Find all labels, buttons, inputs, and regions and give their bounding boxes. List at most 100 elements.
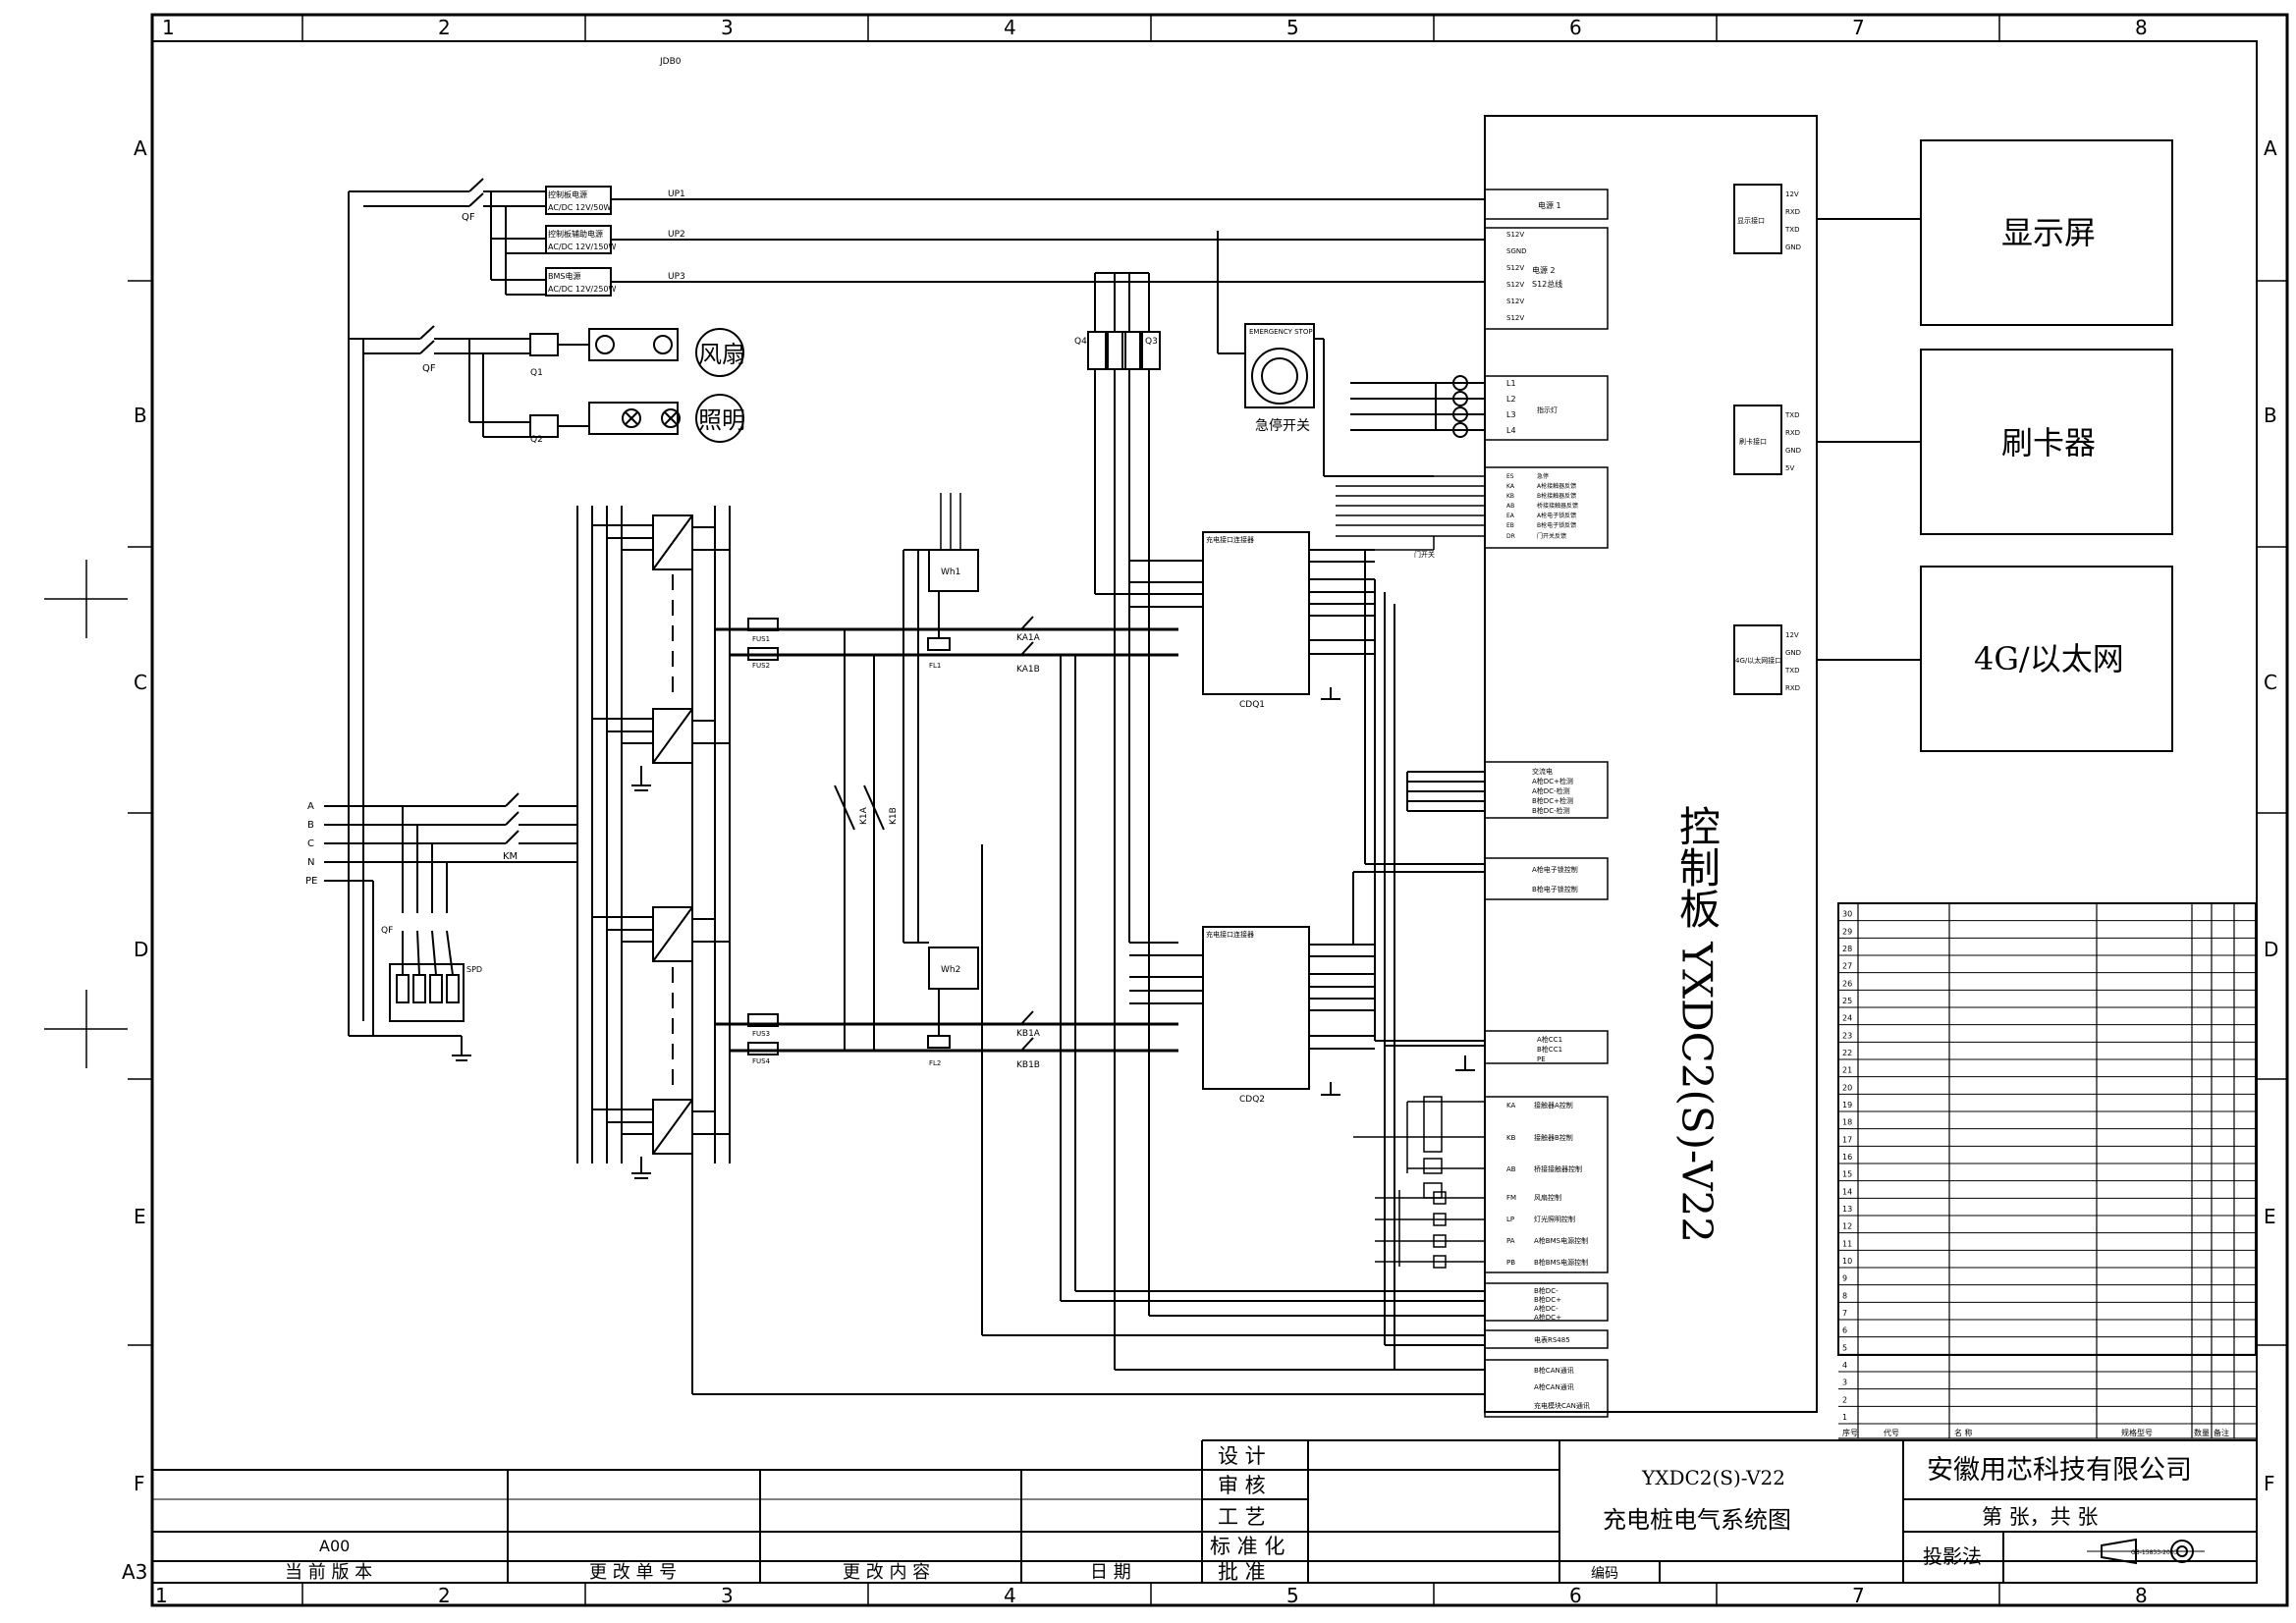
col-label: 1 xyxy=(162,16,175,39)
lock-label: A枪电子锁控制 xyxy=(1532,865,1578,874)
row-label: E xyxy=(2264,1205,2276,1228)
bom-row-number: 2 xyxy=(1842,1395,1847,1404)
can-label: 充电模块CAN通讯 xyxy=(1534,1401,1590,1410)
card-pin: 5V xyxy=(1785,464,1794,472)
relay-pin: KB xyxy=(1506,1134,1516,1142)
role-process: 工 艺 xyxy=(1218,1505,1266,1529)
power2-pin: S12V xyxy=(1506,231,1524,239)
relay-pin: LP xyxy=(1506,1216,1514,1223)
relay-pin: PB xyxy=(1506,1259,1515,1267)
bom-col-qty: 数量 xyxy=(2194,1428,2210,1437)
wire-up1: UP1 xyxy=(668,189,685,199)
acc-label: A枪CC1 xyxy=(1537,1035,1562,1044)
bom-row-number: 24 xyxy=(1842,1014,1852,1023)
col-label: 1 xyxy=(155,1584,168,1607)
light-label: 照明 xyxy=(698,406,745,434)
role-approve: 批 准 xyxy=(1218,1560,1266,1584)
card-pin: GND xyxy=(1785,447,1801,455)
change-content-label: 更 改 内 容 xyxy=(843,1562,930,1583)
ac-input-label: A枪DC-检测 xyxy=(1532,786,1570,795)
bom-row-number: 7 xyxy=(1842,1309,1847,1318)
bom-row-number: 13 xyxy=(1842,1205,1852,1214)
door-switch-label: 门开关 xyxy=(1414,550,1435,559)
wire-up2: UP2 xyxy=(668,230,685,240)
relay-output-label: 风扇控制 xyxy=(1534,1193,1561,1202)
psu-mid-line1: 控制板辅助电源 xyxy=(548,229,603,239)
bom-row-number: 30 xyxy=(1842,910,1852,919)
spd-label: SPD xyxy=(466,965,482,974)
card-reader-label: 刷卡器 xyxy=(2001,424,2096,461)
cdq1-title: 充电接口连接器 xyxy=(1206,535,1254,544)
row-label: A xyxy=(134,136,147,160)
power-section-labels: QF QF 控制板电源 AC/DC 12V/50W 控制板辅助电源 AC/DC … xyxy=(305,189,745,974)
col-label: 6 xyxy=(1569,1584,1582,1607)
top-left-note: JDB0 xyxy=(659,57,682,67)
row-label: B xyxy=(134,404,147,427)
relay-output-label: 接触器A控制 xyxy=(1534,1101,1573,1109)
power2-pin: SGND xyxy=(1506,247,1527,255)
display-pin: RXD xyxy=(1785,208,1800,216)
power2-pin: S12V xyxy=(1506,298,1524,305)
col-label: 5 xyxy=(1286,1584,1299,1607)
power1-label: 电源 1 xyxy=(1538,200,1561,210)
col-label: 4 xyxy=(1004,16,1016,39)
relay-q4-label: Q4 xyxy=(1074,337,1087,347)
bom-table-footer: 序号 代号 名 称 规格型号 数量 备注 xyxy=(1842,1428,2229,1437)
net-port-label: 4G/以太网接口 xyxy=(1735,656,1781,665)
fuse-label: FUS2 xyxy=(752,662,770,670)
fan-light-loads xyxy=(595,328,744,443)
date-label: 日 期 xyxy=(1090,1562,1131,1583)
cdq1-label: CDQ1 xyxy=(1239,700,1265,710)
input-label: A枪电子锁反馈 xyxy=(1537,512,1576,519)
power2-pin: S12V xyxy=(1506,281,1524,289)
ka1a-label: KA1A xyxy=(1016,633,1041,643)
dc-sense-label: B枪DC+ xyxy=(1534,1295,1561,1304)
bom-row-number: 6 xyxy=(1842,1326,1847,1335)
relay-pin: FM xyxy=(1506,1194,1516,1202)
bom-row-number: 9 xyxy=(1842,1274,1847,1283)
bms-relays xyxy=(1087,272,1178,1370)
phase-a: A xyxy=(307,801,314,812)
input-label: B枪电子锁反馈 xyxy=(1537,521,1576,529)
bom-row-number: 12 xyxy=(1842,1222,1852,1231)
drawing-name-title: 充电桩电气系统图 xyxy=(1603,1506,1791,1534)
fuse-label: FUS4 xyxy=(752,1057,771,1065)
sheet-size-label: A3 xyxy=(122,1560,147,1584)
row-label: E xyxy=(134,1205,146,1228)
col-label: 8 xyxy=(2135,16,2148,39)
meter1-label: Wh1 xyxy=(941,568,960,577)
breaker-label: QF xyxy=(422,363,436,374)
dc-section-labels: FUS1 FUS2 FUS3 FUS4 Wh1 Wh2 FL1 FL2 KA1A… xyxy=(752,328,1435,1105)
row-label: C xyxy=(2264,671,2277,694)
fuse-label: FUS3 xyxy=(752,1030,770,1038)
col-label: 8 xyxy=(2135,1584,2148,1607)
card-port-label: 刷卡接口 xyxy=(1739,437,1767,446)
relay-output-label: B枪BMS电源控制 xyxy=(1534,1258,1588,1267)
fan-contact-label: Q1 xyxy=(530,368,543,378)
bom-col-remark: 备注 xyxy=(2214,1428,2229,1437)
col-label: 2 xyxy=(438,16,451,39)
relay-pin: AB xyxy=(1506,1165,1516,1173)
power2-pin: S12V xyxy=(1506,314,1524,322)
rs485-label: 电表RS485 xyxy=(1534,1335,1570,1344)
km-label: KM xyxy=(503,851,518,862)
indicator-leds xyxy=(1350,375,1485,438)
display-label: 显示屏 xyxy=(2001,214,2096,251)
control-board-sub-boxes xyxy=(1484,189,1609,1418)
ac-input-label: 交流电 xyxy=(1532,767,1553,776)
role-review: 审 核 xyxy=(1218,1474,1266,1497)
peripheral-blocks xyxy=(1733,139,2173,752)
row-label: C xyxy=(134,671,147,694)
bom-table-rows: 3029282726252423222120191817161514131211… xyxy=(1838,910,2257,1425)
net-pin: GND xyxy=(1785,649,1801,657)
bom-row-number: 17 xyxy=(1842,1135,1852,1144)
ac-input-wiring xyxy=(348,178,1485,1036)
projection-label: 投影法 xyxy=(1923,1544,1982,1568)
input-pin: AB xyxy=(1506,503,1514,510)
kb1a-label: KB1A xyxy=(1016,1029,1041,1039)
control-board-labels: 控制板 YXDC2(S)-V22 电源 1 电源 2 S12总线 S12V SG… xyxy=(1506,200,1722,1410)
relay-output-label: 灯光照明控制 xyxy=(1534,1215,1575,1223)
role-design: 设 计 xyxy=(1218,1444,1266,1468)
row-label: F xyxy=(2264,1472,2275,1495)
